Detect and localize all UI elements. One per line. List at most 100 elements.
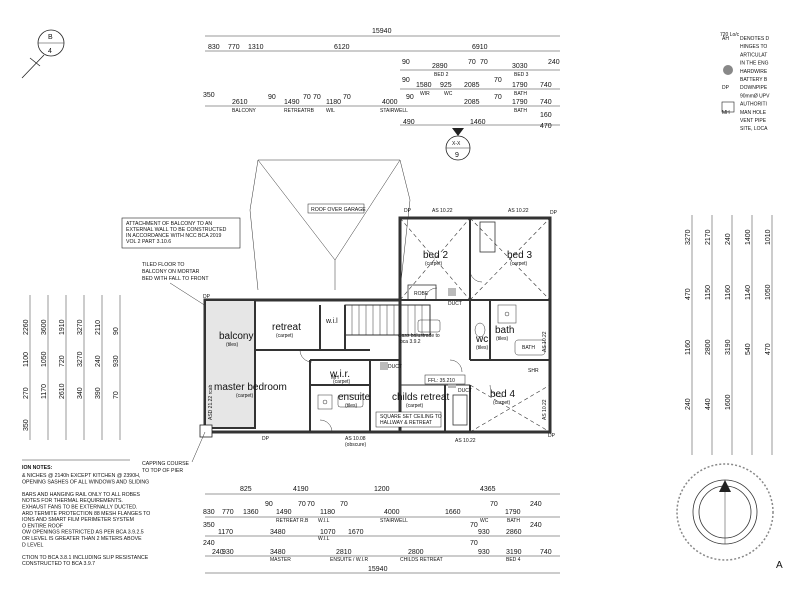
left-dim-3: 3270 bbox=[77, 319, 84, 335]
bot-r4-sub-0: MASTER bbox=[270, 557, 291, 563]
top-r4-5: 70 bbox=[313, 94, 321, 101]
bot-r4-6: 70 bbox=[470, 540, 478, 547]
room-bed2-finish: (carpet) bbox=[425, 261, 443, 267]
right-dim-8: 1140 bbox=[745, 285, 752, 300]
note-line-5: EXHAUST FANS TO BE EXTERNALLY DUCTED. bbox=[22, 505, 137, 511]
as-top-right: AS 10.22 bbox=[508, 208, 529, 214]
balustrade-note-1: bca 3.9.2 bbox=[400, 339, 421, 345]
bot-r2-12: 240 bbox=[530, 501, 542, 508]
bot-r2-3: 90 bbox=[265, 501, 273, 508]
legend-item-3: IN THE ENG bbox=[740, 61, 769, 67]
section-xx-label: X-X bbox=[452, 141, 461, 147]
dp-label-top-right: DP bbox=[550, 210, 558, 216]
left-dim-1: 3600 bbox=[41, 319, 48, 335]
top-r1-2: 1310 bbox=[248, 44, 264, 51]
roof-over-garage-label: ROOF OVER GARAGE bbox=[311, 207, 366, 213]
room-childs-retreat-name: childs retreat bbox=[392, 392, 449, 403]
bot-r2-0: 830 bbox=[203, 509, 215, 516]
legend-item-10: VENT PIPE bbox=[740, 118, 767, 124]
top-r4-9: 90 bbox=[406, 94, 414, 101]
top-r3-6: 740 bbox=[540, 82, 552, 89]
bot-r4-7: 930 bbox=[478, 549, 490, 556]
legend-item-5: BATTERY B bbox=[740, 77, 768, 83]
bot-r4-0: 240 bbox=[203, 540, 215, 547]
notes-title: ION NOTES: bbox=[22, 465, 53, 471]
right-dim-0: 3270 bbox=[685, 229, 692, 245]
bot-r3-7: 930 bbox=[478, 529, 490, 536]
left-dim-9: 3270 bbox=[77, 351, 84, 367]
top-r4-sub-5: BATH bbox=[514, 108, 527, 114]
legend-item-2: ARTICULAT bbox=[740, 52, 767, 58]
top-r5-3: 470 bbox=[540, 123, 552, 130]
room-bath-finish: (tiles) bbox=[496, 336, 509, 342]
bot-r3-sub-2: WC bbox=[480, 518, 489, 524]
right-dim-3: 1400 bbox=[745, 229, 752, 245]
room-wc-finish: (tiles) bbox=[476, 345, 489, 351]
legend-symbol-9: MH bbox=[722, 110, 730, 116]
bot-r1-1: 4190 bbox=[293, 486, 309, 493]
right-dim-10: 1160 bbox=[685, 340, 692, 355]
bot-r4-3: 3480 bbox=[270, 549, 286, 556]
as-bottom-left: AS 10.08 bbox=[345, 436, 366, 442]
room-bed3-finish: (carpet) bbox=[510, 261, 528, 267]
as-wc-side: AS 10.22 bbox=[542, 331, 548, 352]
top-r4-12: 1790 bbox=[512, 99, 528, 106]
right-dim-14: 470 bbox=[765, 343, 772, 355]
bot-r3-3: 1070 bbox=[320, 529, 336, 536]
right-dim-13: 540 bbox=[745, 343, 752, 355]
left-dim-0: 2260 bbox=[23, 319, 30, 335]
note-line-6: ARD TERMITE PROTECTION 88 MESH FLANGES T… bbox=[22, 511, 150, 517]
balustrade-note-0: class balustrade to bbox=[398, 333, 440, 339]
bot-r1-0: 825 bbox=[240, 486, 252, 493]
section-xx-number: 9 bbox=[455, 152, 459, 159]
bot-r2-2: 1360 bbox=[243, 509, 259, 516]
construction-notes: ION NOTES: & NICHES @ 2140h EXCEPT KITCH… bbox=[22, 459, 150, 567]
room-bed2-name: bed 2 bbox=[423, 250, 448, 261]
left-dim-16: 390 bbox=[95, 387, 102, 399]
bot-r2-4: 1490 bbox=[276, 509, 292, 516]
right-dim-11: 2800 bbox=[705, 339, 712, 355]
bot-r1-2: 1200 bbox=[374, 486, 390, 493]
bot-r4-sub-1: ENSUITE / W.I.R bbox=[330, 557, 368, 563]
dp-label-bottom: DP bbox=[262, 436, 270, 442]
north-compass: A bbox=[676, 463, 783, 571]
duct-label-3: DUCT bbox=[388, 364, 402, 370]
top-r4-8: 4000 bbox=[382, 99, 398, 106]
top-r4-11: 70 bbox=[494, 94, 502, 101]
top-r1-1: 770 bbox=[228, 44, 240, 51]
note-line-9: OW OPENINGS RESTRICTED AS PER BCA 3.9.2.… bbox=[22, 530, 144, 536]
top-r3-2: 925 bbox=[440, 82, 452, 89]
top-r5-0: 490 bbox=[403, 119, 415, 126]
note-line-8: O ENTIRE ROOF bbox=[22, 523, 63, 529]
top-r1-3: 6120 bbox=[334, 44, 350, 51]
balcony-note-line-0: ATTACHMENT OF BALCONY TO AN bbox=[126, 221, 212, 227]
legend-code: 720 Lo/c bbox=[720, 32, 740, 38]
top-r5-2: 160 bbox=[540, 112, 552, 119]
top-r2-1: 2890 bbox=[432, 63, 448, 70]
top-r1-4: 6910 bbox=[472, 44, 488, 51]
top-r3-sub-1: WC bbox=[444, 91, 453, 97]
dp-label-top: DP bbox=[404, 208, 412, 214]
top-r4-2: 90 bbox=[268, 94, 276, 101]
bot-r3-sub-1: STAIRWELL bbox=[380, 518, 408, 524]
legend-item-11: SITE, LOCA bbox=[740, 126, 768, 132]
bot-r2-10: 70 bbox=[490, 501, 498, 508]
note-line-7: IONS AND SMART FILM PERIMETER SYSTEM bbox=[22, 517, 134, 523]
left-dim-14: 2610 bbox=[59, 383, 66, 399]
plan-annotations: FFL: 35.210 SQUARE SET CEILING TO HALLWA… bbox=[142, 208, 558, 474]
bot-r2-7: 1180 bbox=[320, 509, 335, 516]
right-dim-17: 1600 bbox=[725, 394, 732, 410]
bot-overall: 15940 bbox=[368, 566, 388, 573]
note-line-3: BARS AND HANGING RAIL ONLY TO ALL ROBES bbox=[22, 492, 141, 498]
bot-r3-5: 4000 bbox=[384, 509, 400, 516]
top-r2-2: 70 bbox=[468, 59, 476, 66]
legend-symbol-0: AH bbox=[722, 36, 729, 42]
section-xx-marker: X-X 9 bbox=[445, 128, 471, 161]
top-r5-1: 1460 bbox=[470, 119, 486, 126]
as-top-left: AS 10.22 bbox=[432, 208, 453, 214]
room-wir-finish: (carpet) bbox=[333, 379, 351, 385]
bot-r4-8: 3190 bbox=[506, 549, 522, 556]
legend-item-8: AUTHORITI bbox=[740, 102, 767, 108]
